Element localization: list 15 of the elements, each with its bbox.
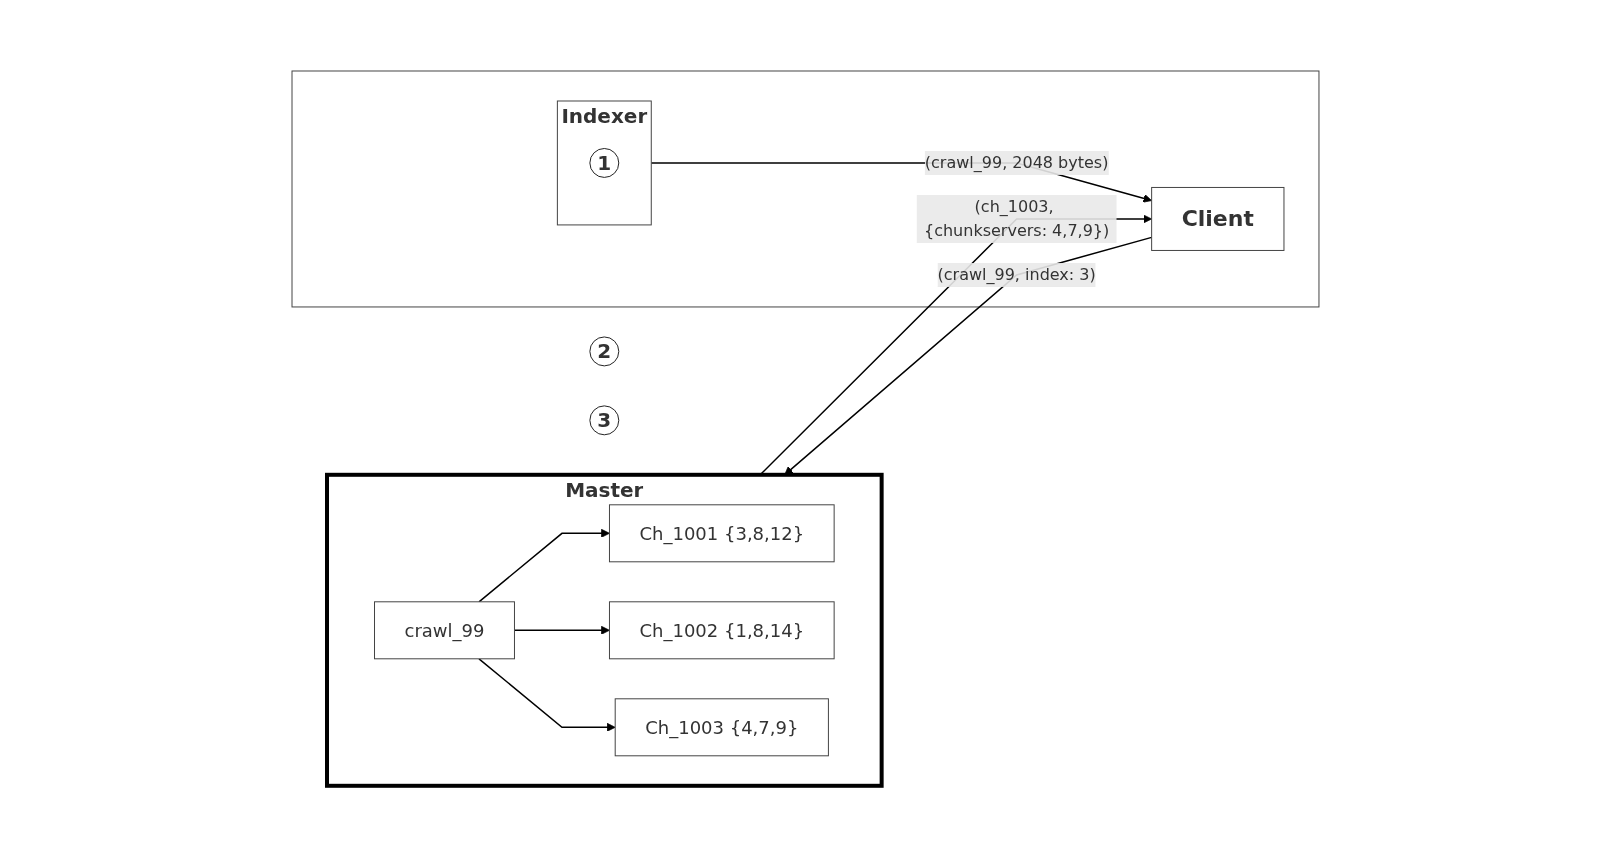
node-box: crawl_99 (374, 601, 515, 660)
node-box: Ch_1002 {1,8,14} (609, 601, 835, 660)
edge-label: (crawl_99, 2048 bytes) (924, 153, 1109, 173)
node-circle: 3 (589, 405, 620, 436)
arrow (478, 658, 616, 732)
arrow (478, 529, 610, 603)
edge-label: (crawl_99, index: 3) (937, 265, 1096, 285)
node-box: Client (1151, 187, 1285, 252)
edge-label: (ch_1003, {chunkservers: 4,7,9}) (924, 197, 1110, 241)
node-box: Ch_1003 {4,7,9} (614, 698, 829, 757)
node-circle: 2 (589, 336, 620, 367)
cluster (291, 70, 1320, 308)
arrow (513, 626, 610, 635)
node-circle: 1 (589, 148, 620, 178)
node-box: Ch_1001 {3,8,12} (609, 504, 835, 563)
